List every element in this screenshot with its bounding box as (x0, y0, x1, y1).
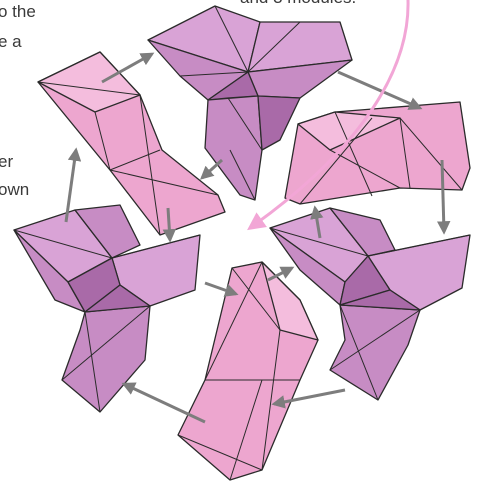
arrow-right-strip-down (442, 160, 444, 232)
pyramid-module-left (14, 205, 200, 412)
arrow-top-to-right-strip (338, 72, 420, 108)
arrow-bottom-to-left (124, 384, 205, 422)
arrow-top-pyramid-down (202, 160, 222, 178)
arrow-strip-to-left-pyramid (168, 208, 170, 240)
strip-bottom (178, 262, 318, 480)
